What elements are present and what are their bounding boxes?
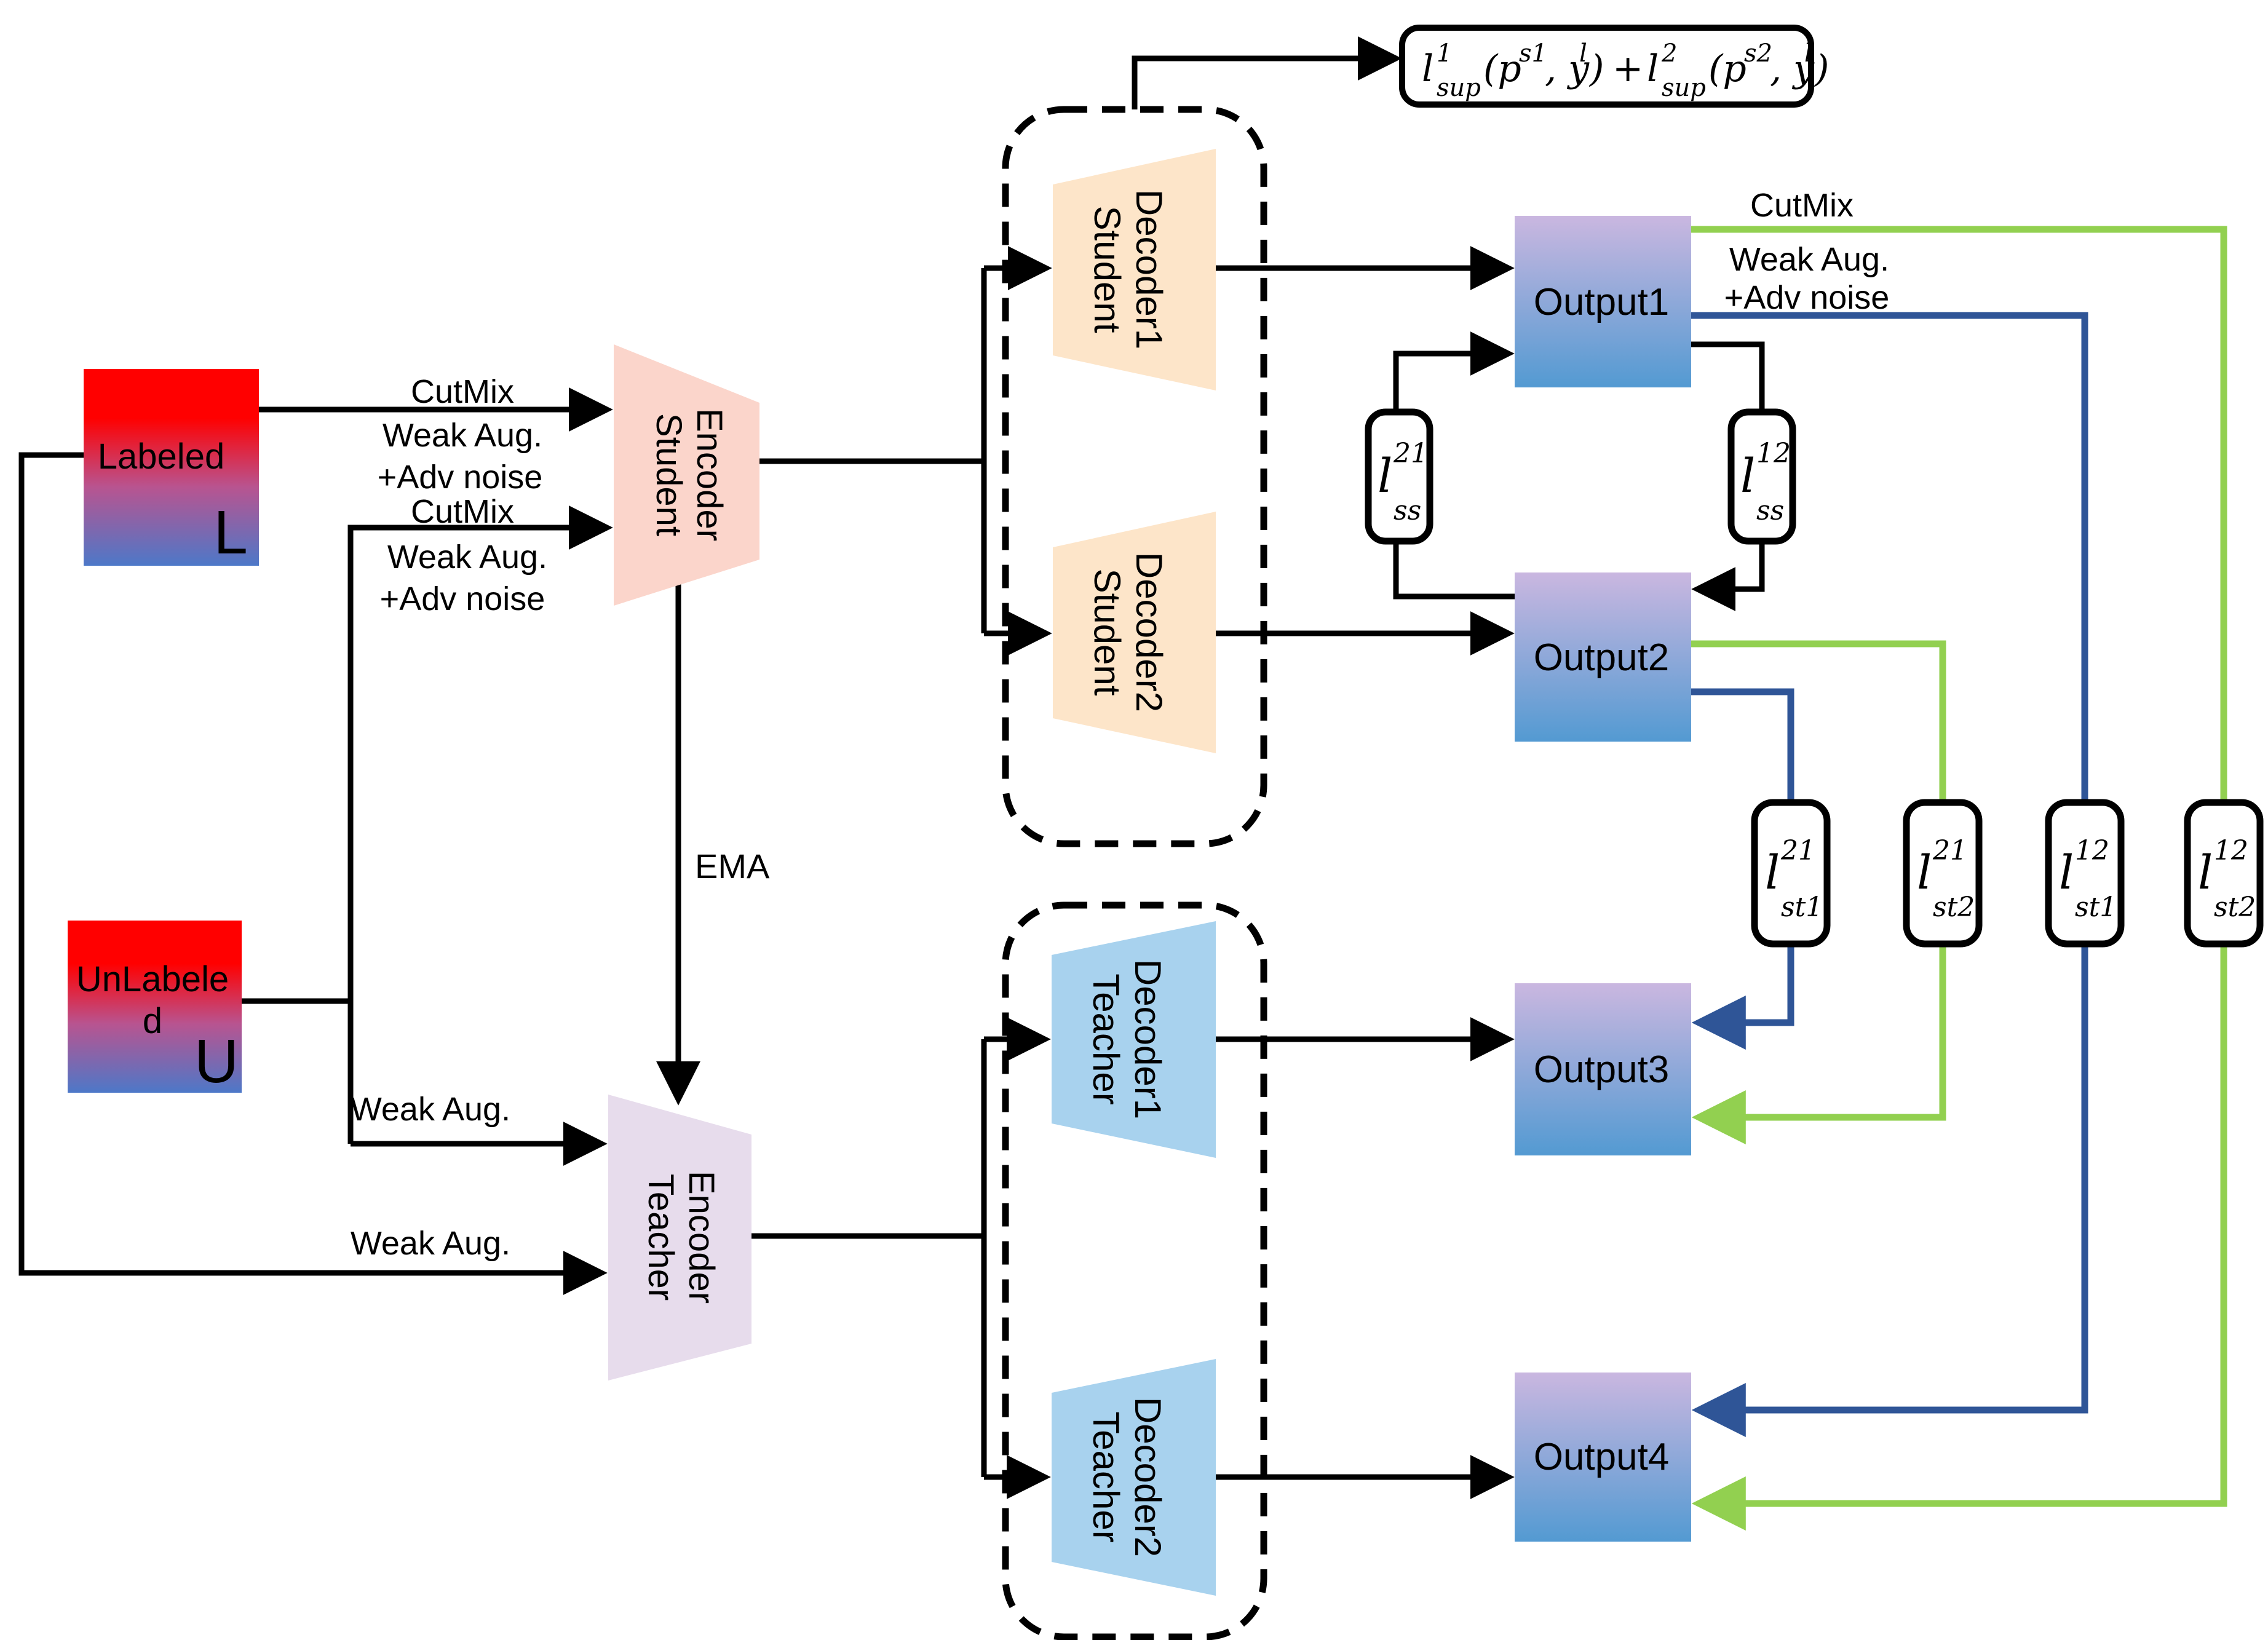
sup-loss-arg2-sup: s2 [1744,39,1772,68]
loss-st2-21-sup: 21 [1932,835,1967,866]
loss-ss12-sub: ss [1756,495,1784,526]
sup-loss-arg1-sup: s1 [1519,39,1547,68]
label-unlabeled-cutmix: CutMix [411,493,514,530]
label-labeled-advnoise: +Adv noise [378,459,543,496]
student-decoder1-label-line2: Decoder1 [1128,189,1170,349]
output3-label: Output3 [1534,1048,1670,1091]
sup-loss-arg2-close: ) [1814,47,1829,90]
label-right-weakaug: Weak Aug. [1729,241,1889,278]
label-unlabeled-advnoise: +Adv noise [380,580,545,617]
teacher-decoder1-label-line1: Teacher [1085,973,1127,1104]
teacher-encoder-shape [608,1095,751,1381]
loss-st1-21-sup: 21 [1780,835,1815,866]
student-encoder-label-line1: Student [649,413,689,536]
output1-label: Output1 [1534,281,1670,323]
sup-loss-l2-sup: 2 [1661,39,1677,68]
loss-st1-12-sub: st1 [2075,892,2117,923]
loss-st1-12-base: l [2059,845,2074,900]
sup-loss-l2: l [1647,47,1659,90]
loss-ss21-sub: ss [1394,495,1421,526]
unlabeled-label-line2: d [143,1001,162,1041]
loss-st2-12-sub: st2 [2214,892,2256,923]
labeled-label: Labeled [98,437,224,477]
supervised-loss-formula: l 1 sup (p s1 , y l ) + l 2 sup (p s2 , … [1422,39,1829,102]
sup-loss-l1-sup: 1 [1437,39,1452,68]
student-decoder2-shape [1053,512,1216,753]
loss-st1-12-sup: 12 [2075,835,2109,866]
label-unlabeled-weakaug: Weak Aug. [387,539,547,576]
student-decoders-dashed-box [1002,106,1267,847]
teacher-decoder2-label-line1: Teacher [1085,1411,1127,1542]
label-teacher-weakaug-upper: Weak Aug. [351,1091,510,1128]
sup-loss-arg1-ysup: l [1579,39,1587,68]
loss-ss12-box [1727,408,1796,545]
label-labeled-weakaug: Weak Aug. [383,417,542,454]
loss-st2-21-sub: st2 [1933,892,1975,923]
sup-loss-arg1-close: ) [1588,47,1604,90]
output2-label: Output2 [1534,636,1670,679]
student-decoder1-label-line1: Student [1087,206,1128,333]
loss-ss21-box [1365,408,1433,545]
loss-st1-21-sub: st1 [1781,892,1823,923]
loss-st1-21-box [1751,799,1831,948]
label-teacher-weakaug-lower: Weak Aug. [351,1225,510,1262]
sup-loss-arg2-comma: , y [1770,47,1815,90]
teacher-encoder-label-line2: Encoder [681,1171,721,1304]
student-decoder2-label-line1: Student [1087,569,1128,696]
loss-st2-21-base: l [1917,845,1932,900]
teacher-decoder2-shape [1052,1359,1216,1596]
student-decoder1-shape [1053,149,1216,390]
output1-box [1515,216,1691,387]
unlabeled-label-line1: UnLabele [76,959,229,999]
label-labeled-cutmix: CutMix [411,373,514,410]
student-decoder2-label-line2: Decoder2 [1128,552,1170,712]
teacher-encoder-label-line1: Teacher [641,1174,681,1301]
output4-box [1515,1373,1691,1542]
sup-loss-l1: l [1422,47,1433,90]
edge-labeled-to-teacher-encoder [18,452,608,1295]
label-right-cutmix: CutMix [1750,187,1854,224]
teacher-decoders-dashed-box [1002,901,1267,1640]
loss-st2-12-sup: 12 [2214,835,2248,866]
loss-st2-12-base: l [2198,845,2213,900]
edge-to-supervised-loss [1132,36,1402,109]
student-encoder-label-line2: Encoder [689,408,729,541]
loss-ss12-sup: 12 [1756,438,1791,469]
labeled-data-box [84,369,259,566]
loss-ss12-base: l [1740,448,1755,503]
teacher-decoder1-label-line2: Decoder1 [1127,959,1168,1119]
output3-box [1515,983,1691,1155]
loss-st2-21-box [1903,799,1983,948]
sup-loss-plus: + [1612,47,1643,90]
unlabeled-data-box [68,921,242,1093]
loss-st2-12-box [2184,799,2264,948]
sup-loss-l2-sub: sup [1662,74,1706,102]
student-encoder-shape [614,344,759,606]
sup-loss-arg2-ysup: l [1804,39,1812,68]
teacher-decoder2-label-line2: Decoder2 [1127,1397,1168,1557]
supervised-loss-box [1399,25,1814,108]
loss-ss21-sup: 21 [1393,438,1428,469]
loss-st1-12-box [2045,799,2125,948]
sup-loss-arg1-comma: , y [1545,47,1590,90]
loss-ss21-base: l [1378,448,1392,503]
output4-label: Output4 [1534,1436,1670,1478]
sup-loss-arg1-open: (p [1483,47,1521,90]
teacher-decoder1-shape [1052,921,1216,1158]
output2-box [1515,572,1691,742]
label-ema: EMA [695,847,770,885]
unlabeled-tag: U [194,1027,239,1096]
edge-unlabeled-to-student-encoder [347,505,613,1144]
sup-loss-l1-sub: sup [1437,74,1481,102]
labeled-tag: L [213,498,248,567]
loss-st1-21-base: l [1765,845,1780,900]
sup-loss-arg2-open: (p [1708,47,1747,90]
label-right-advnoise: +Adv noise [1724,279,1890,316]
